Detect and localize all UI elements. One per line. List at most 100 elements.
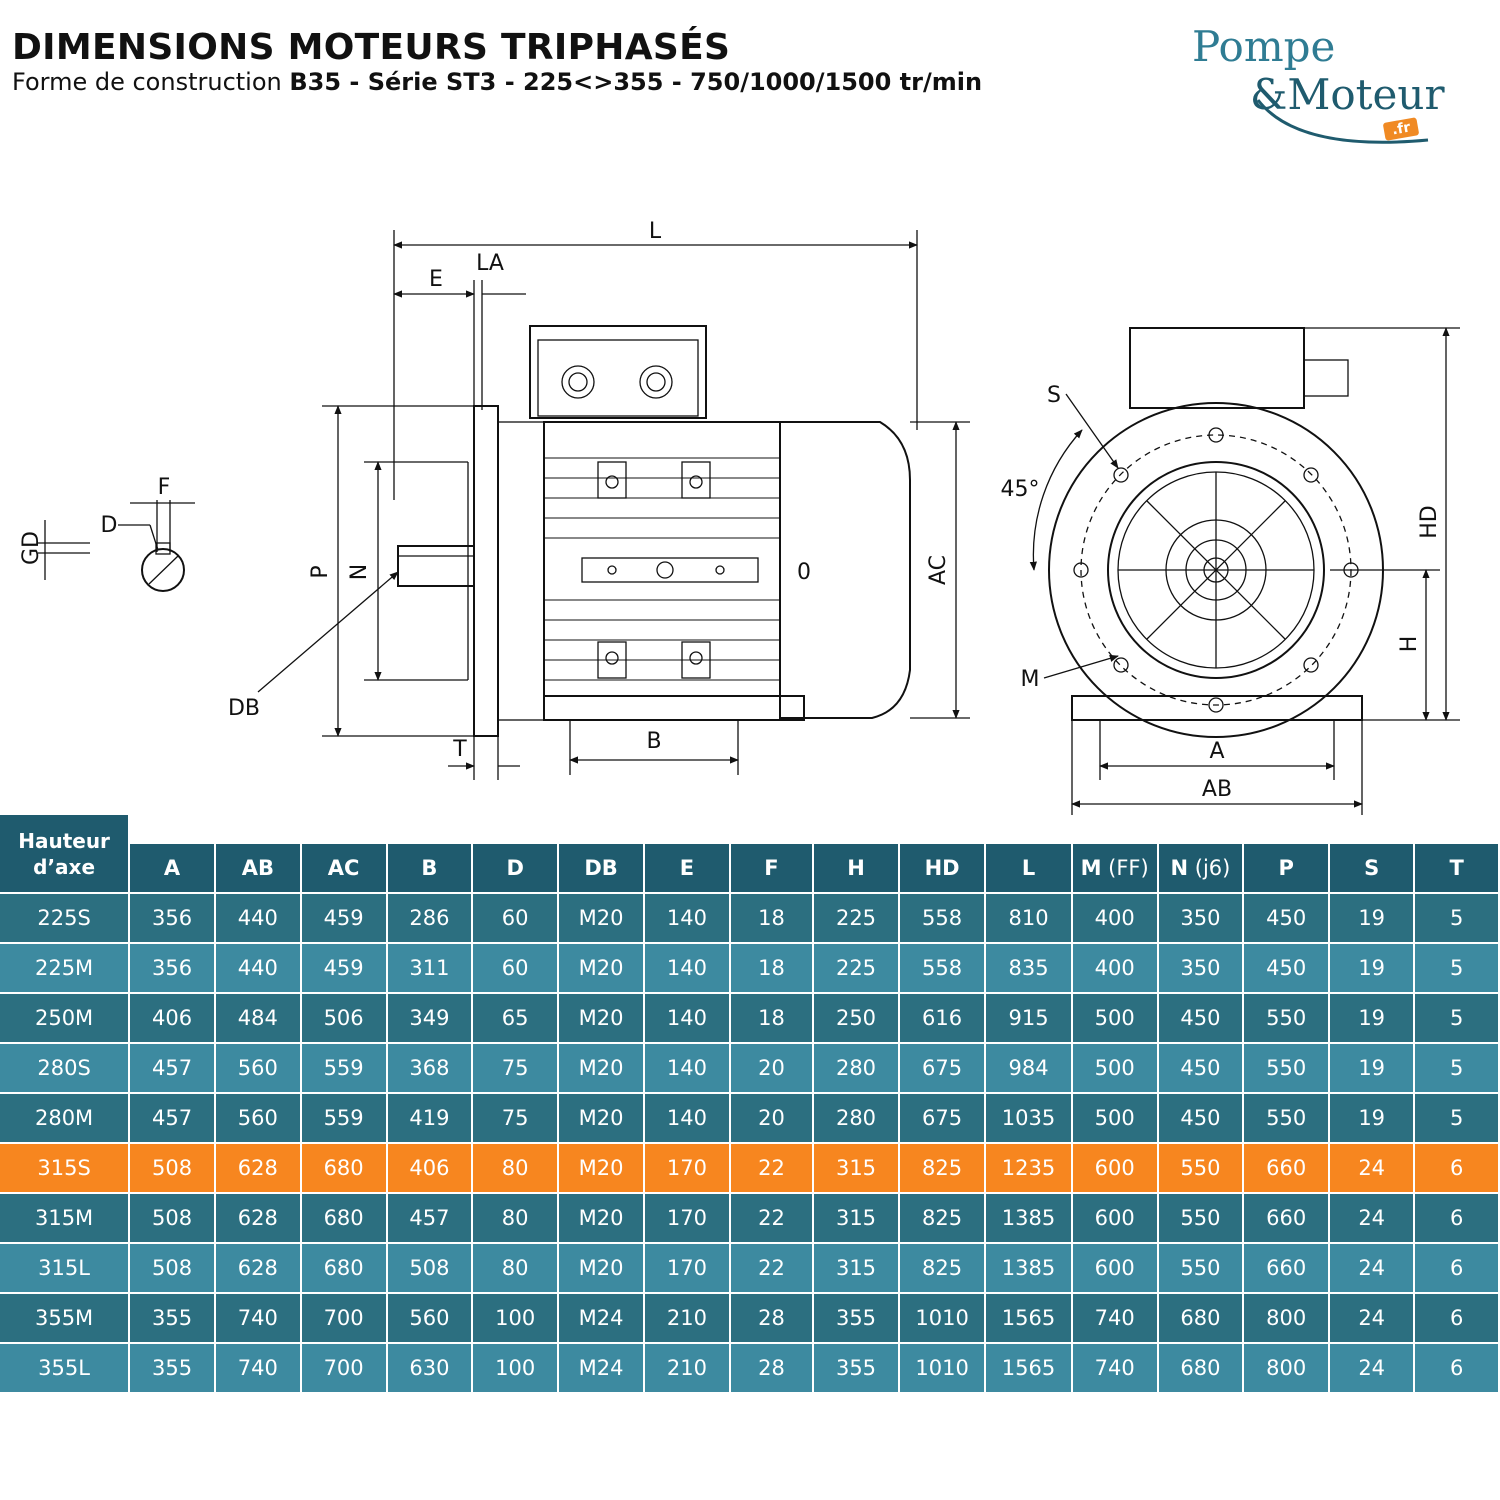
table-cell: 1235	[985, 1142, 1073, 1193]
header-n: N (j6)	[1157, 815, 1245, 893]
table-cell: 5	[1414, 892, 1500, 943]
table-cell: 5	[1414, 992, 1500, 1043]
table-cell: 75	[472, 1042, 560, 1093]
table-cell: 825	[898, 1242, 987, 1293]
table-cell: 22	[729, 1192, 815, 1243]
table-cell: 350	[1157, 942, 1245, 993]
table-cell: 600	[1071, 1242, 1159, 1293]
label-L: L	[649, 219, 662, 244]
table-cell: 406	[129, 992, 216, 1043]
table-cell: 559	[300, 1042, 388, 1093]
header-label: AB	[241, 856, 274, 880]
label-AB: AB	[1202, 777, 1232, 802]
table-cell: 24	[1329, 1192, 1416, 1243]
table-cell: 675	[898, 1042, 987, 1093]
table-cell: 60	[472, 892, 560, 943]
header-b: B	[386, 815, 474, 893]
table-cell: 560	[214, 1092, 302, 1143]
table-cell: 6	[1414, 1142, 1500, 1193]
table-cell: 368	[386, 1042, 474, 1093]
header-label: HD	[924, 856, 960, 880]
label-T: T	[452, 737, 467, 762]
table-cell: 6	[1414, 1192, 1500, 1243]
table-cell: 80	[472, 1192, 560, 1243]
label-F: F	[158, 475, 171, 500]
table-cell: 600	[1071, 1142, 1159, 1193]
header-sublabel: (FF)	[1101, 856, 1149, 880]
table-cell: 28	[729, 1292, 815, 1343]
table-cell: 600	[1071, 1192, 1159, 1243]
table-cell: 225	[813, 942, 900, 993]
label-LA: LA	[476, 251, 504, 276]
table-cell: 628	[214, 1192, 302, 1243]
label-M: M	[1021, 667, 1040, 692]
table-cell: 440	[214, 942, 302, 993]
label-E: E	[429, 267, 443, 292]
table-cell: 550	[1157, 1242, 1245, 1293]
header-t: T	[1414, 815, 1500, 893]
table-cell: 559	[300, 1092, 388, 1143]
table-cell: M24	[558, 1292, 646, 1343]
table-cell: 1010	[898, 1292, 987, 1343]
logo-line-1: Pompe	[1192, 22, 1336, 71]
header-label: AC	[327, 856, 360, 880]
label-D: D	[101, 513, 118, 538]
motor-front-view	[1029, 327, 1460, 815]
header-db: DB	[558, 815, 646, 893]
table-cell: 18	[729, 892, 815, 943]
header-label: P	[1278, 856, 1294, 880]
table-cell: 6	[1414, 1342, 1500, 1392]
header-label: L	[1021, 856, 1036, 880]
table-cell: 315	[813, 1142, 900, 1193]
label-B: B	[646, 729, 661, 754]
table-cell: 6	[1414, 1242, 1500, 1293]
table-cell: 315	[813, 1242, 900, 1293]
table-cell: 210	[644, 1292, 731, 1343]
table-cell: 508	[129, 1142, 216, 1193]
table-cell: 508	[386, 1242, 474, 1293]
table-cell: 450	[1157, 1042, 1245, 1093]
table-cell: 355	[129, 1292, 216, 1343]
table-cell: 630	[386, 1342, 474, 1392]
table-cell: 915	[985, 992, 1073, 1043]
table-cell: 19	[1329, 1042, 1416, 1093]
table-cell: 459	[300, 892, 388, 943]
table-cell: 800	[1243, 1342, 1331, 1392]
header-s: S	[1329, 815, 1416, 893]
table-cell: 560	[214, 1042, 302, 1093]
table-cell: 19	[1329, 942, 1416, 993]
table-cell: 740	[1071, 1342, 1159, 1392]
subtitle-prefix: Forme de construction	[12, 68, 290, 96]
table-cell: 680	[300, 1192, 388, 1243]
table-cell: 1010	[898, 1342, 987, 1392]
header-label: DB	[584, 856, 618, 880]
table-cell: 140	[644, 1092, 731, 1143]
table-cell: M20	[558, 1042, 646, 1093]
table-cell: 355	[813, 1342, 900, 1392]
header-a: A	[129, 815, 216, 893]
table-cell: 140	[644, 1042, 731, 1093]
table-cell: 19	[1329, 992, 1416, 1043]
table-cell: 19	[1329, 1092, 1416, 1143]
table-cell: 250	[813, 992, 900, 1043]
table-cell: 24	[1329, 1242, 1416, 1293]
table-cell: 210	[644, 1342, 731, 1392]
table-cell: 500	[1071, 1092, 1159, 1143]
table-cell: 660	[1243, 1142, 1331, 1193]
table-cell: 280	[813, 1092, 900, 1143]
table-cell: 24	[1329, 1292, 1416, 1343]
row-name-cell: 225M	[0, 942, 131, 993]
header-label: B	[421, 856, 438, 880]
row-name-cell: 355L	[0, 1342, 131, 1392]
header: DIMENSIONS MOTEURS TRIPHASÉS Forme de co…	[12, 28, 982, 97]
table-cell: 680	[300, 1242, 388, 1293]
logo-line-2: &Moteur	[1250, 70, 1445, 119]
table-cell: 457	[129, 1042, 216, 1093]
label-S: S	[1047, 383, 1061, 408]
